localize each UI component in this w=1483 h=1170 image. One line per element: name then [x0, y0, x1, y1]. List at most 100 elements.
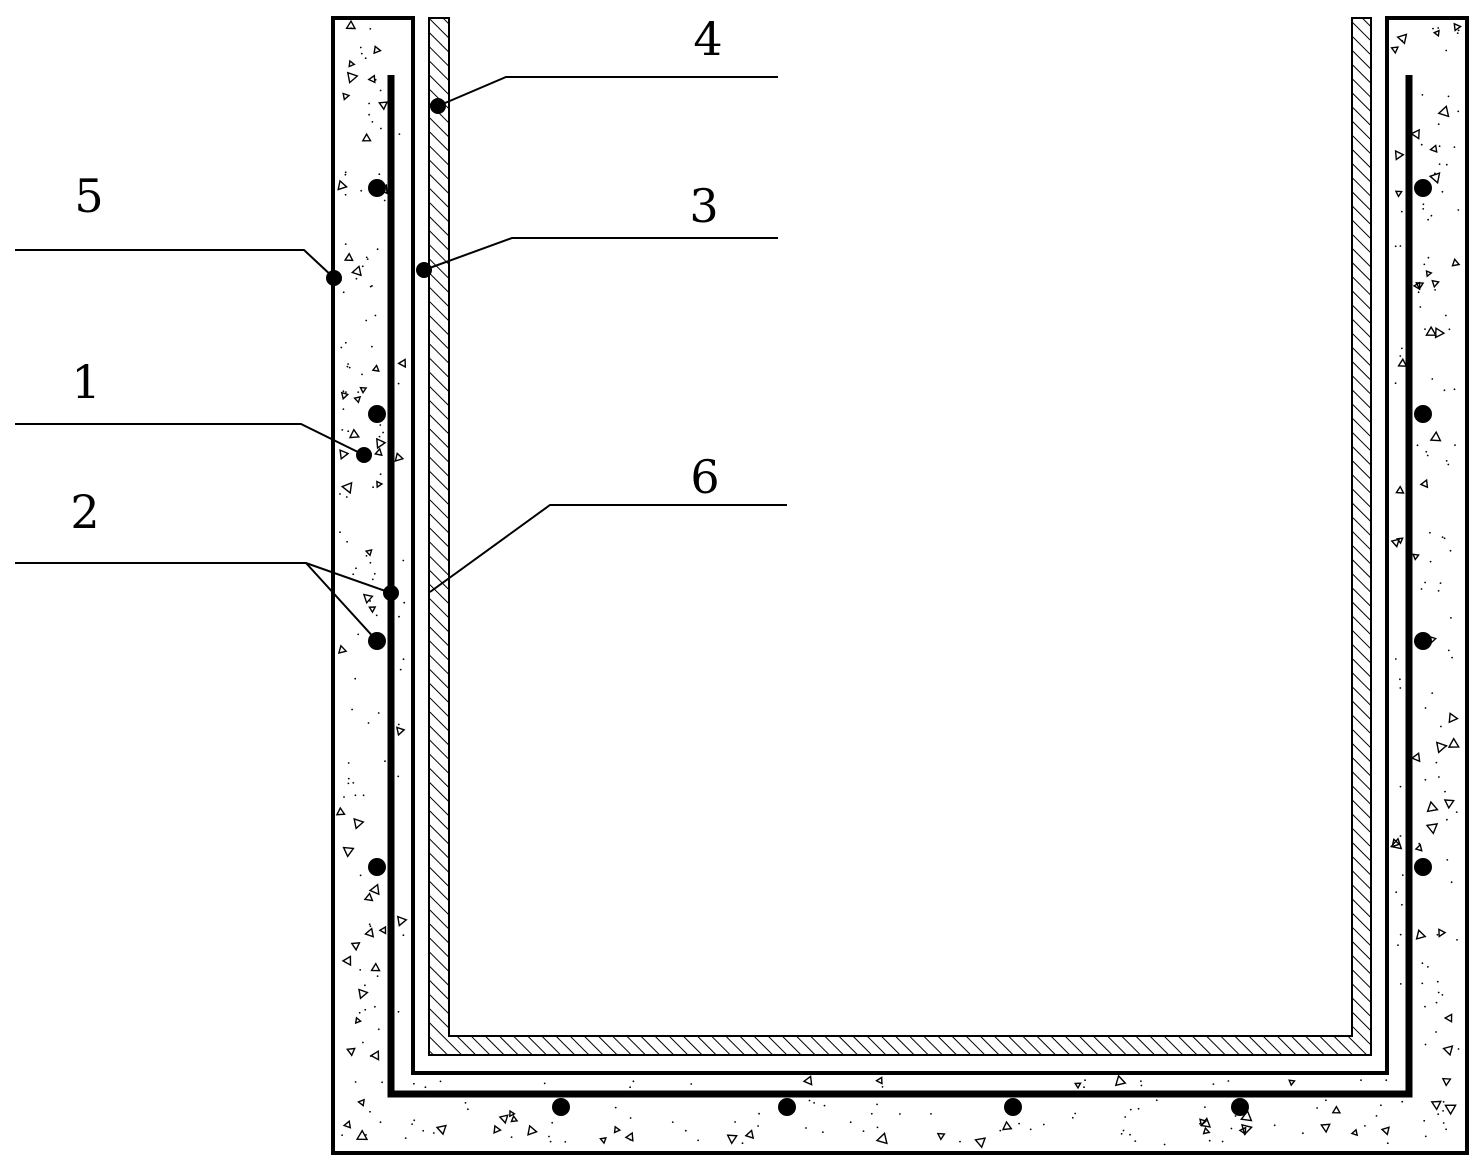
aggregate-triangle [1389, 837, 1403, 850]
aggregate-triangle [1394, 149, 1405, 161]
aggregate-dot [1445, 745, 1448, 747]
aggregate-dot [1447, 463, 1450, 466]
aggregate-dot [347, 762, 350, 764]
aggregate-triangle [340, 481, 353, 495]
aggregate-dot [1429, 531, 1431, 534]
aggregate-triangle [342, 1119, 352, 1129]
aggregate-dot [899, 1113, 901, 1115]
rebar-dot [1414, 858, 1432, 876]
aggregate-dot [1084, 1079, 1086, 1082]
aggregate-triangle [435, 1124, 447, 1136]
rebar-dot [778, 1098, 796, 1116]
aggregate-dot [822, 1131, 824, 1133]
aggregate-triangle [1114, 1074, 1127, 1087]
aggregate-triangle [1425, 270, 1433, 278]
aggregate-triangle [353, 395, 362, 404]
aggregate-dot [690, 1083, 693, 1085]
aggregate-dot [548, 1135, 550, 1138]
aggregate-triangle [1432, 29, 1440, 38]
aggregate-dot [380, 127, 382, 130]
aggregate-dot [339, 531, 341, 534]
aggregate-dot [1455, 811, 1458, 813]
aggregate-dot [1386, 1142, 1389, 1145]
aggregate-dot [359, 969, 362, 971]
aggregate-dot [355, 277, 358, 280]
aggregate-triangle [335, 806, 346, 816]
aggregate-dot [999, 1129, 1002, 1132]
aggregate-dot [1399, 245, 1402, 247]
aggregate-dot [1437, 123, 1440, 126]
aggregate-dot [1375, 1115, 1378, 1117]
aggregate-dot [808, 1099, 811, 1102]
aggregate-dot [1380, 1104, 1382, 1107]
aggregate-dot [369, 285, 372, 288]
aggregate-dot [354, 677, 357, 680]
aggregate-dot [351, 708, 353, 711]
aggregate-dot [371, 578, 374, 581]
aggregate-triangle [599, 1137, 607, 1145]
aggregate-dot [364, 984, 366, 987]
aggregate-dot [365, 319, 368, 322]
aggregate-dot [671, 1121, 674, 1123]
aggregate-triangle [1073, 1082, 1082, 1090]
aggregate-dot [365, 1134, 367, 1136]
aggregate-dot [1432, 27, 1434, 30]
aggregate-triangle [350, 265, 362, 277]
aggregate-dot [1424, 1135, 1427, 1138]
aggregate-dot [397, 1010, 400, 1013]
aggregate-triangle [1429, 144, 1438, 153]
aggregate-dot [1456, 32, 1459, 34]
aggregate-dot [347, 782, 350, 785]
aggregate-dot [358, 1011, 361, 1014]
aggregate-dot [439, 1080, 442, 1083]
aggregate-dot [1457, 110, 1460, 113]
aggregate-triangle [1350, 1128, 1359, 1137]
leader-line-1 [15, 423, 365, 456]
aggregate-triangle [346, 1047, 356, 1057]
leader-dot-2 [383, 585, 399, 601]
aggregate-dot [543, 1082, 546, 1085]
aggregate-dot [1401, 1100, 1404, 1103]
aggregate-dot [378, 435, 381, 438]
aggregate-triangle [337, 644, 348, 654]
aggregate-dot [397, 382, 400, 385]
rebar-dot [1414, 405, 1432, 423]
aggregate-triangle [354, 1016, 362, 1025]
aggregate-dot [1399, 355, 1402, 357]
aggregate-dot [344, 341, 347, 344]
aggregate-dot [1437, 991, 1440, 994]
leader-lines [15, 76, 787, 642]
aggregate-triangle [361, 132, 372, 142]
callout-3: 3 [689, 179, 718, 233]
aggregate-dot [551, 1121, 554, 1124]
aggregate-dot [345, 391, 347, 393]
aggregate-dot [757, 1125, 759, 1127]
aggregate-triangle [1434, 326, 1446, 339]
aggregate-dot [629, 1139, 632, 1141]
aggregate-dot [1427, 218, 1429, 221]
aggregate-dot [1436, 980, 1439, 983]
callout-5: 5 [74, 169, 103, 223]
aggregate-dot [1453, 388, 1456, 391]
aggregate-triangle [1390, 46, 1400, 55]
aggregate-triangle [1419, 478, 1429, 489]
aggregate-dot [347, 430, 350, 433]
aggregate-triangle [1430, 1100, 1442, 1111]
aggregate-dot [369, 925, 372, 928]
aggregate-triangle [1441, 1077, 1452, 1087]
aggregate-dot [697, 1139, 699, 1142]
aggregate-dot [354, 1081, 357, 1083]
aggregate-triangle [346, 71, 359, 84]
aggregate-dot [352, 782, 355, 784]
aggregate-dot [1018, 1122, 1020, 1125]
aggregate-triangle [378, 101, 389, 111]
aggregate-dot [1451, 656, 1453, 659]
aggregate-dot [1442, 1110, 1444, 1112]
aggregate-triangle [350, 941, 361, 952]
aggregate-dot [1424, 1043, 1427, 1046]
aggregate-dot [1441, 536, 1444, 538]
aggregate-dot [369, 28, 372, 30]
aggregate-dot [1042, 1123, 1045, 1126]
aggregate-dot [362, 794, 365, 797]
leader-line-4 [437, 76, 778, 107]
